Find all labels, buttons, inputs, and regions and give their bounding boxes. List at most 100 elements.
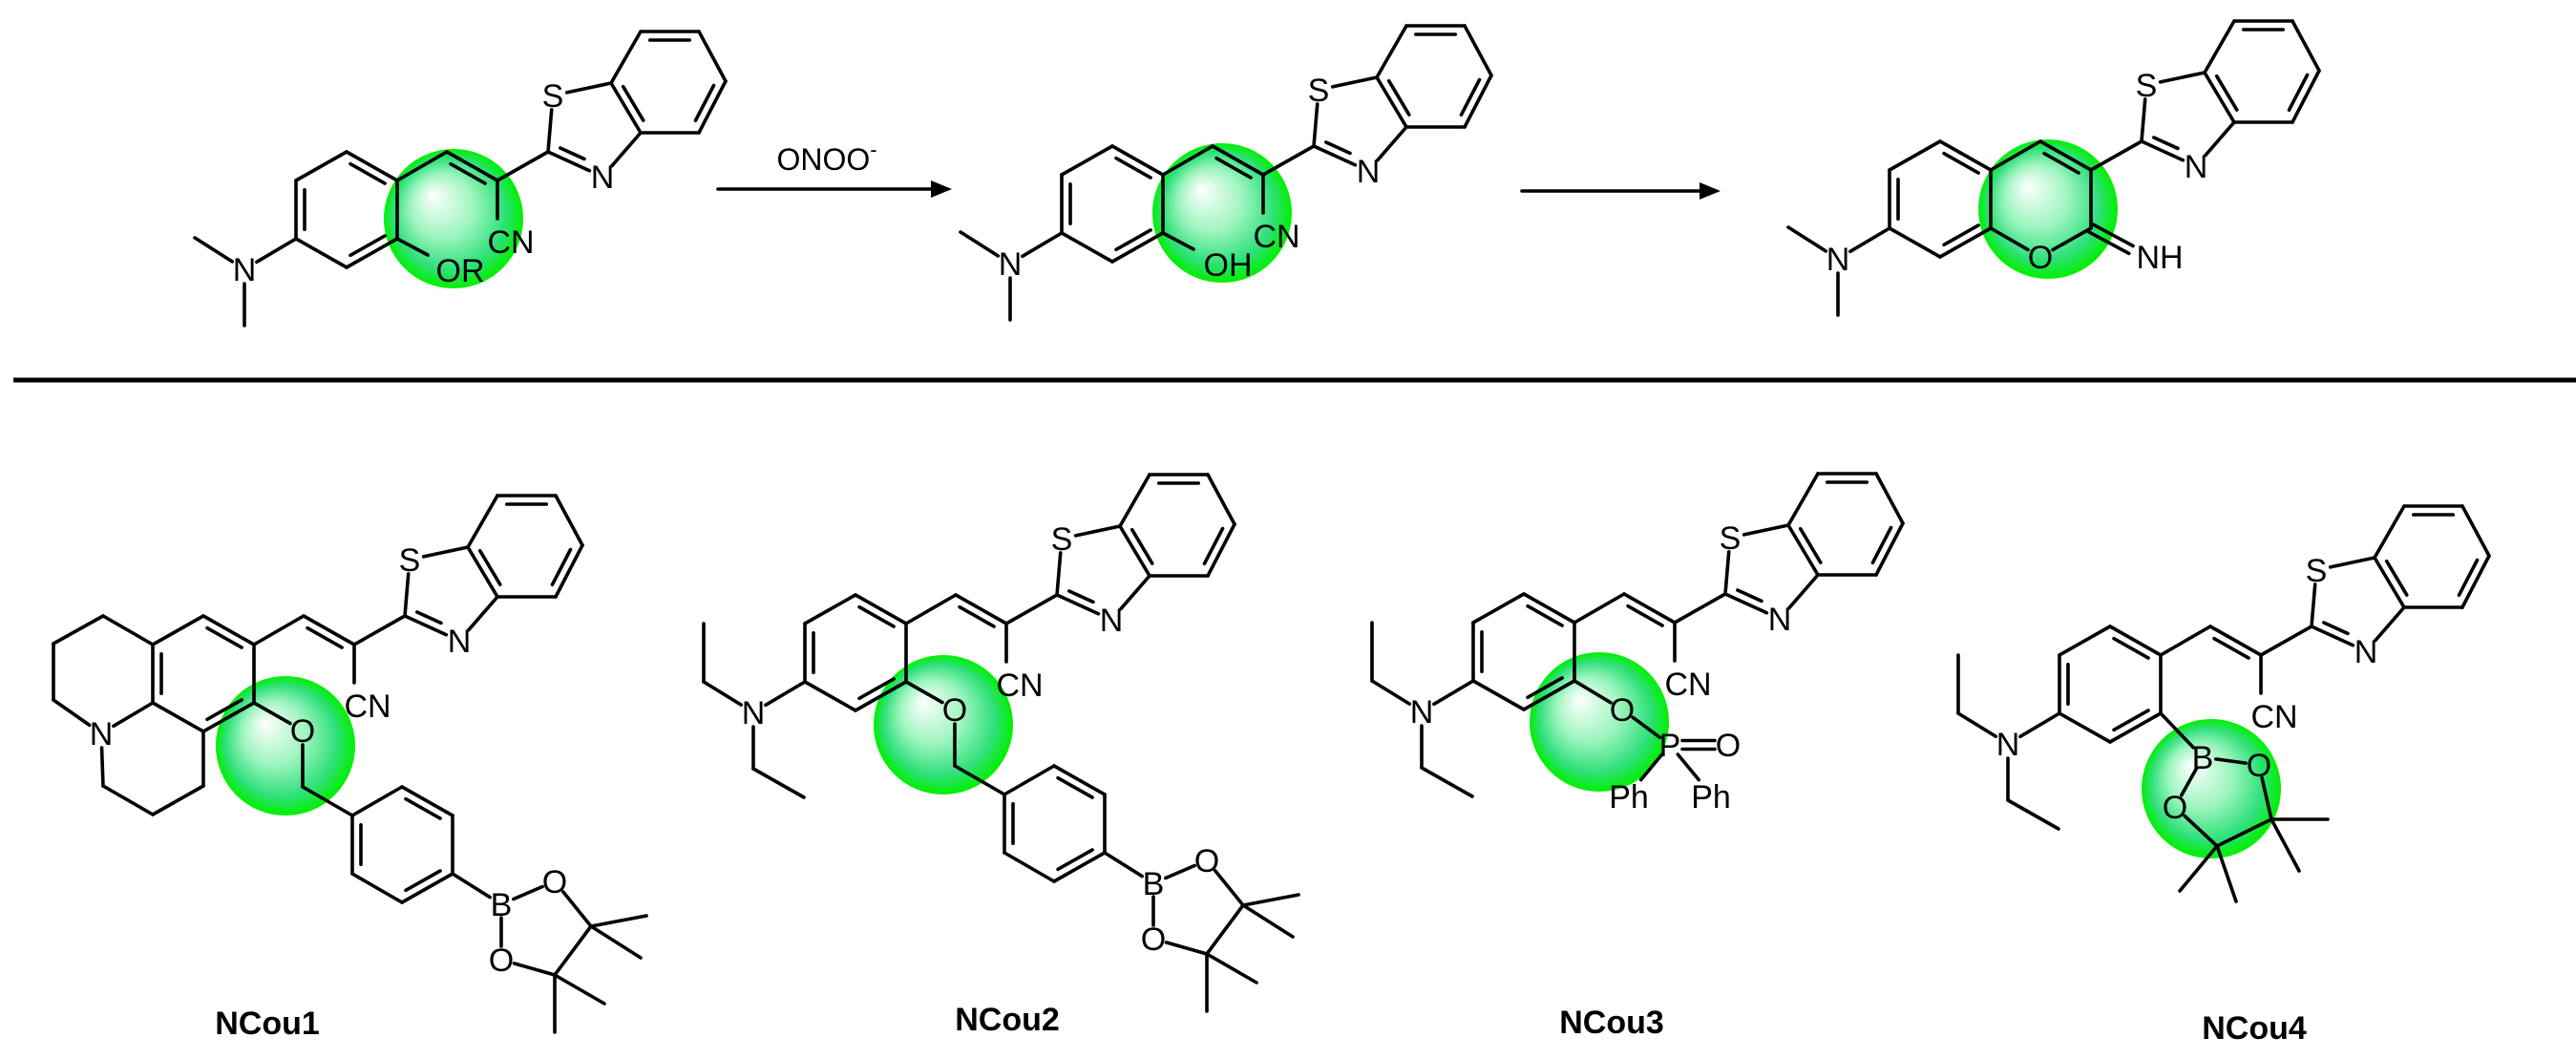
bond (1114, 156, 1152, 180)
bond (2178, 844, 2219, 893)
bond (1638, 752, 1664, 782)
bond (1110, 231, 1165, 264)
bond (1522, 679, 1576, 711)
bond (348, 161, 387, 185)
bond (151, 614, 205, 646)
bond (2087, 230, 2131, 256)
bond (1376, 125, 1408, 162)
bond (101, 614, 155, 646)
atom-label-s: S (399, 542, 421, 579)
bond (589, 924, 643, 960)
bond (2051, 226, 2093, 252)
bond (2212, 636, 2250, 660)
atom-label-amine: N (1996, 727, 2020, 763)
bond (2322, 621, 2350, 636)
bond (2058, 625, 2112, 657)
bond (2287, 73, 2310, 113)
bond (2457, 558, 2480, 598)
bond (1161, 231, 1195, 251)
bond (1522, 592, 1576, 625)
bond (1874, 521, 1905, 577)
bond (1386, 78, 1411, 116)
bond (1118, 524, 1151, 578)
bond (1206, 473, 1236, 526)
bond (1471, 679, 1526, 711)
bond (1938, 139, 1993, 172)
bond (1622, 592, 1677, 625)
bond (294, 150, 348, 182)
bond (201, 701, 256, 733)
bond (1119, 574, 1151, 611)
bond (553, 973, 606, 1006)
reagent-formula: ONOO (776, 142, 870, 177)
bond (2460, 504, 2491, 558)
bond (559, 146, 586, 161)
atom-label-cn: CN (996, 667, 1043, 704)
bond (1161, 144, 1214, 177)
bond (1202, 526, 1225, 566)
bond (2180, 767, 2198, 797)
bond (2214, 74, 2239, 112)
arrow-head-icon (1700, 182, 1721, 200)
atom-label-n: N (1100, 603, 1124, 639)
bond (1164, 863, 1196, 880)
bond (350, 785, 404, 817)
atom-label-cn: CN (1253, 219, 1299, 255)
bond (2215, 844, 2238, 903)
reagent-charge: - (870, 138, 876, 161)
bond (52, 614, 105, 646)
bond (2374, 605, 2406, 643)
caption-ncou1: NCou1 (215, 1006, 320, 1042)
bond (2108, 711, 2163, 744)
bond (1312, 144, 1358, 167)
bond (151, 784, 205, 816)
bond (294, 237, 348, 269)
bond (1003, 764, 1056, 796)
bond (1205, 903, 1245, 956)
bond (193, 236, 235, 264)
bond (99, 746, 105, 788)
bond (1626, 604, 1664, 627)
atom-label-s: S (1308, 73, 1330, 109)
atom-label-b: B (2192, 740, 2214, 776)
bond (404, 796, 442, 820)
bond (857, 677, 896, 701)
atom-label-amine: N (1826, 242, 1850, 278)
bond (1736, 588, 1763, 604)
bond (345, 150, 399, 182)
bond (301, 785, 354, 817)
bond (1742, 523, 1790, 537)
atom-label-or: OR (436, 253, 485, 289)
bond (2373, 556, 2406, 609)
atom-label-b: B (491, 887, 513, 923)
bond (1573, 679, 1613, 705)
bond (1021, 231, 1064, 259)
bond (350, 872, 404, 904)
bond (1241, 893, 1300, 907)
bond (2058, 711, 2112, 744)
atom-label-n: N (1357, 154, 1381, 190)
bond (1330, 75, 1379, 89)
atom-label-cn: CN (344, 688, 391, 725)
bond (1989, 139, 2042, 172)
arrow-head-icon (931, 180, 952, 198)
bond (1786, 523, 1820, 577)
bond (2152, 136, 2180, 151)
bond (400, 872, 454, 904)
atom-label-o2: O (1141, 921, 1166, 958)
bond (1874, 472, 1905, 525)
bond (554, 494, 584, 547)
highlight-layer (216, 139, 2281, 858)
bond (400, 785, 454, 817)
bond (2291, 19, 2321, 73)
bond (2260, 775, 2273, 821)
bond (564, 81, 613, 95)
bond (2140, 139, 2185, 162)
bond (512, 884, 544, 901)
atom-label-s: S (2136, 68, 2158, 104)
atom-label-s: S (2306, 553, 2328, 589)
bond (1370, 679, 1412, 706)
